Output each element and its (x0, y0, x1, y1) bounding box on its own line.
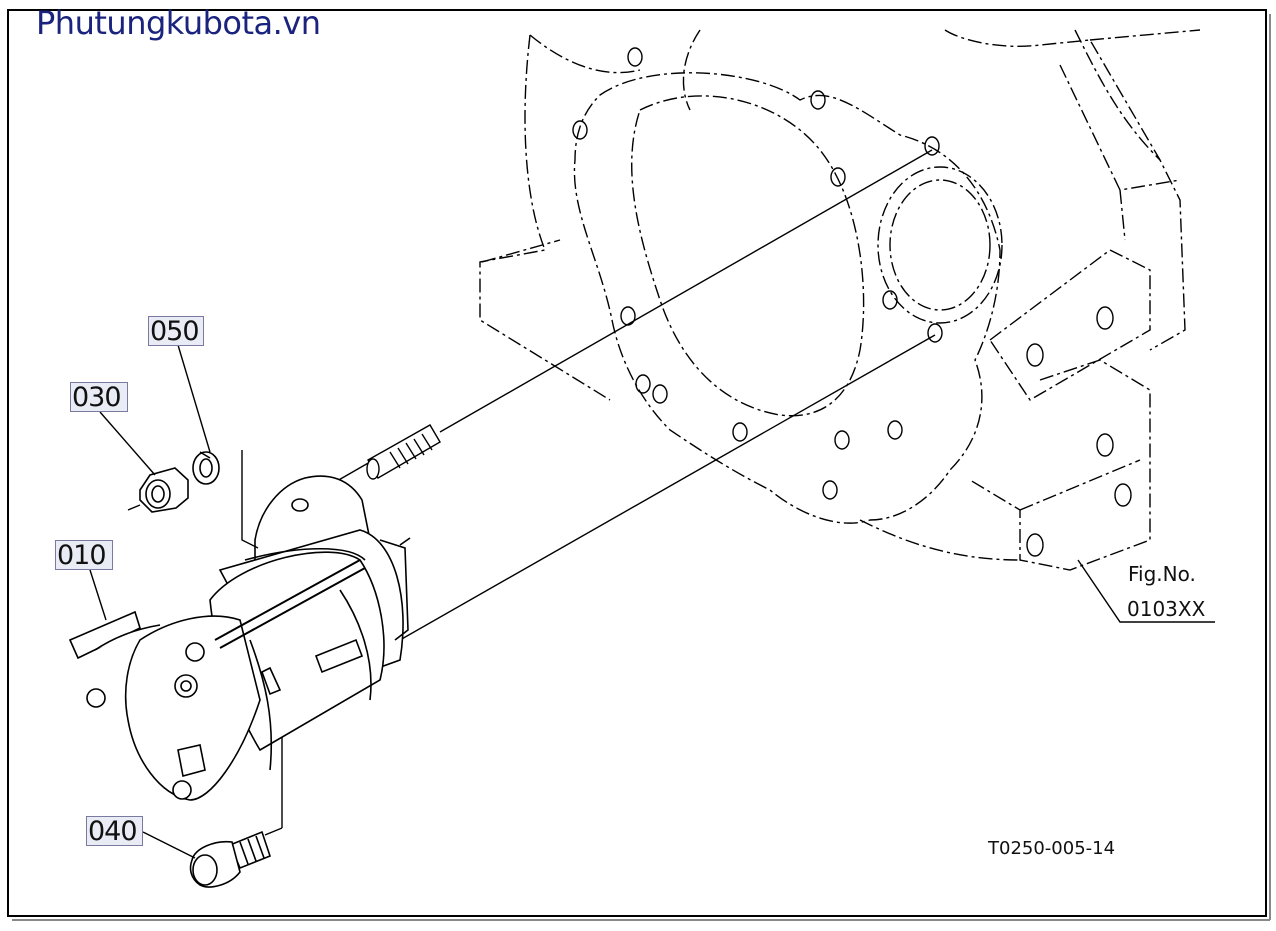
fig-number[interactable]: 0103XX (1127, 597, 1206, 621)
housing-bolt-holes (572, 47, 1132, 557)
drawing-border (7, 9, 1267, 917)
drawing-code: T0250-005-14 (988, 838, 1116, 859)
starter-motor (68, 475, 411, 801)
mounting-bolt (189, 830, 271, 888)
callout-leaders (89, 344, 1215, 859)
fig-label: Fig.No. (1128, 562, 1196, 586)
assembly-lines (264, 149, 936, 836)
watermark-text: Phutungkubota.vn (36, 4, 321, 42)
callout-040[interactable]: 040 (86, 816, 143, 847)
stud-bolt (366, 424, 441, 480)
flywheel-housing (479, 29, 1201, 571)
callout-050[interactable]: 050 (148, 316, 204, 347)
callout-010[interactable]: 010 (55, 540, 113, 571)
spring-washer (192, 451, 220, 485)
hex-nut (139, 467, 189, 513)
callout-030[interactable]: 030 (70, 382, 128, 413)
